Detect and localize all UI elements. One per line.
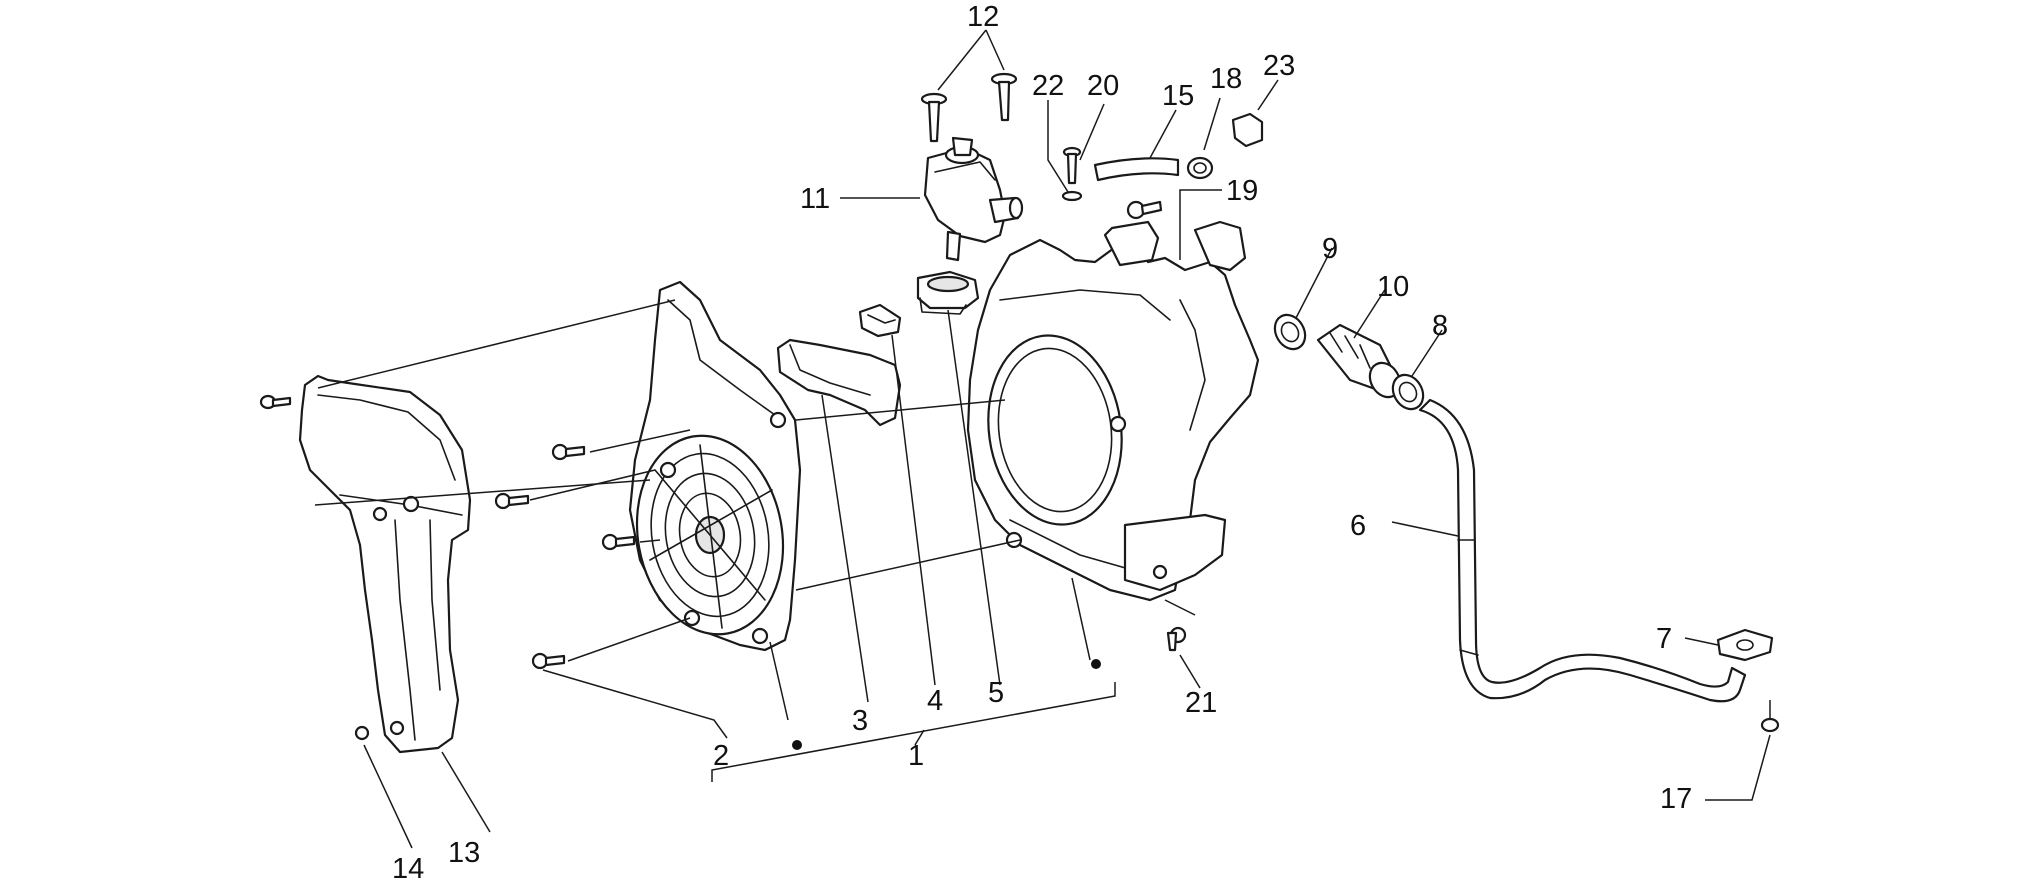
label-5: 5 — [988, 677, 1004, 709]
part-1-main-housing — [966, 220, 1260, 602]
label-11: 11 — [800, 183, 830, 215]
label-3: 3 — [852, 705, 868, 737]
part-22-washer — [1061, 190, 1083, 202]
part-11-valve — [923, 136, 1024, 262]
part-23-bracket — [1231, 112, 1264, 148]
part-6-pipe — [1418, 398, 1747, 703]
part-8-clamp — [1391, 373, 1425, 411]
part-3-seal — [776, 338, 902, 427]
label-20: 20 — [1087, 70, 1119, 102]
label-8: 8 — [1432, 310, 1448, 342]
label-13: 13 — [448, 837, 480, 869]
part-12-screws — [920, 72, 1018, 143]
dot-right — [1091, 659, 1101, 669]
part-5-grommet — [916, 270, 980, 315]
label-1: 1 — [908, 740, 924, 772]
part-10-hose-sleeve — [1316, 323, 1402, 399]
label-2: 2 — [713, 740, 729, 772]
label-19: 19 — [1226, 175, 1258, 207]
label-18: 18 — [1210, 63, 1242, 95]
label-22: 22 — [1032, 70, 1064, 102]
label-9: 9 — [1322, 233, 1338, 265]
label-14: 14 — [392, 853, 424, 883]
label-23: 23 — [1263, 50, 1295, 82]
label-10: 10 — [1377, 271, 1409, 303]
reference-dots — [792, 659, 1101, 750]
leader-lines — [314, 29, 1771, 849]
label-15: 15 — [1162, 80, 1194, 112]
screws-misc — [259, 394, 1187, 741]
label-17: 17 — [1660, 783, 1692, 815]
label-6: 6 — [1350, 510, 1366, 542]
part-17-washer — [1760, 700, 1780, 733]
dot-left — [792, 740, 802, 750]
part-9-clamp — [1273, 313, 1307, 351]
part-13-outer-cover — [298, 374, 472, 754]
label-21: 21 — [1185, 687, 1217, 719]
part-4-clip — [858, 303, 902, 338]
part-7-gasket — [1716, 628, 1774, 662]
callout-labels: 12 11 22 20 15 18 23 19 9 10 8 6 7 17 21… — [392, 1, 1692, 883]
label-12: 12 — [967, 1, 999, 33]
part-19-screw — [1126, 200, 1163, 220]
part-20-screw — [1062, 146, 1082, 185]
label-7: 7 — [1656, 623, 1672, 655]
part-15-hose — [1093, 157, 1180, 182]
label-4: 4 — [927, 685, 943, 717]
part-18-clamp — [1186, 156, 1214, 180]
part-2-fan-cover — [628, 280, 802, 652]
